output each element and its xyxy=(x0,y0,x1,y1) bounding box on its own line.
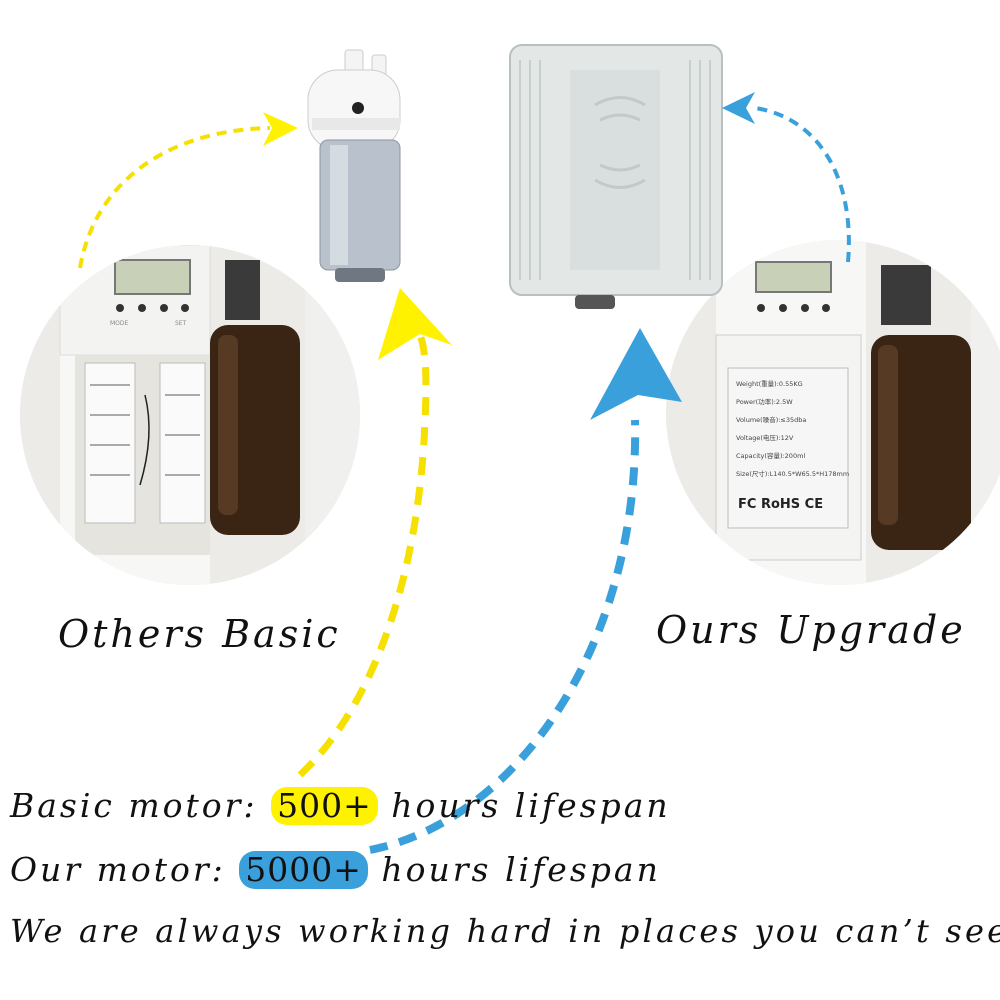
set-label: SET xyxy=(175,320,187,327)
spec-power: Power(功率):2.5W xyxy=(736,397,793,406)
upgraded-device-photo: Weight(重量):0.55KG Power(功率):2.5W Volume(… xyxy=(666,240,1000,585)
spec-voltage: Voltage(电压):12V xyxy=(736,433,794,442)
basic-pump-motor xyxy=(307,49,401,282)
basic-motor-prefix: Basic motor: xyxy=(10,786,258,825)
certification-marks: FC RoHS CE xyxy=(738,497,823,512)
upgrade-caption: Ours Upgrade xyxy=(656,608,966,652)
spec-weight: Weight(重量):0.55KG xyxy=(736,380,803,388)
our-motor-suffix: hours lifespan xyxy=(381,850,661,889)
spec-capacity: Capacity(容量):200ml xyxy=(736,451,805,460)
our-motor-line: Our motor: 5000+ hours lifespan xyxy=(10,850,661,889)
upgraded-control-box xyxy=(509,44,723,309)
basic-motor-line: Basic motor: 500+ hours lifespan xyxy=(10,786,671,825)
basic-caption: Others Basic xyxy=(58,612,341,656)
basic-lifespan-badge: 500+ xyxy=(271,787,378,825)
tagline: We are always working hard in places you… xyxy=(10,912,1000,950)
basic-motor-suffix: hours lifespan xyxy=(391,786,671,825)
mode-label: MODE xyxy=(110,320,129,327)
spec-volume: Volume(噪音):≤35dba xyxy=(736,415,806,424)
basic-device-photo: MODE SET xyxy=(20,245,360,585)
our-lifespan-badge: 5000+ xyxy=(239,851,368,889)
upgraded-device-illustration: Weight(重量):0.55KG Power(功率):2.5W Volume(… xyxy=(666,240,1000,585)
spec-size: Size(尺寸):L140.5*W65.5*H178mm xyxy=(736,469,849,478)
basic-device-illustration: MODE SET xyxy=(20,245,360,585)
our-motor-prefix: Our motor: xyxy=(10,850,226,889)
